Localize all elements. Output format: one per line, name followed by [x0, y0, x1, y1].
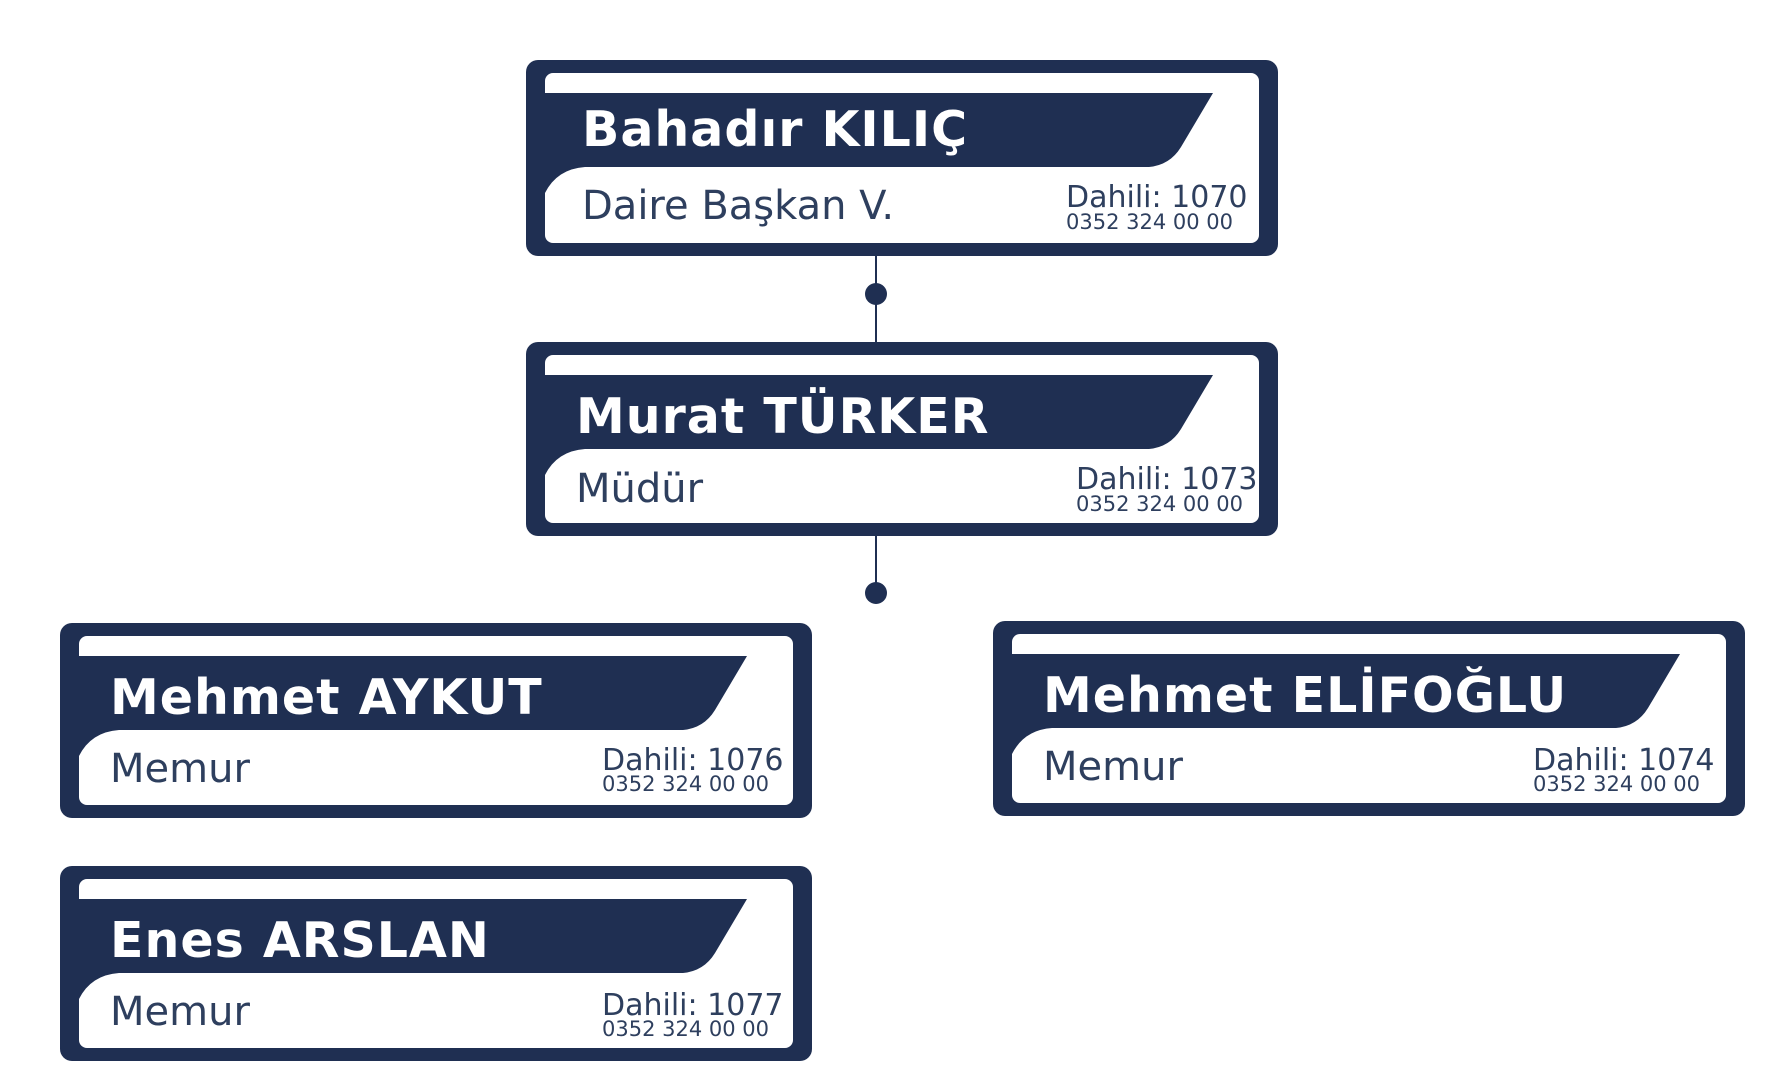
extension-number: Dahili: 1070	[1066, 180, 1248, 215]
person-name: Mehmet ELİFOĞLU	[1043, 667, 1568, 724]
person-card-bahadir: Bahadır KILIÇ Daire Başkan V. Dahili: 10…	[526, 60, 1278, 256]
name-banner	[545, 93, 1213, 193]
extension-number: Dahili: 1074	[1533, 743, 1715, 778]
card-body: Enes ARSLAN Memur Dahili: 1077 0352 324 …	[79, 879, 793, 1048]
person-name: Enes ARSLAN	[110, 912, 490, 969]
phone-number: 0352 324 00 00	[1076, 492, 1243, 516]
name-banner	[1012, 654, 1680, 754]
person-role: Memur	[110, 989, 250, 1035]
person-role: Memur	[1043, 744, 1183, 790]
card-body: Murat TÜRKER Müdür Dahili: 1073 0352 324…	[545, 355, 1259, 523]
person-name: Bahadır KILIÇ	[582, 101, 969, 158]
person-name: Murat TÜRKER	[576, 388, 990, 445]
phone-number: 0352 324 00 00	[1533, 772, 1700, 796]
person-card-mehmet-aykut: Mehmet AYKUT Memur Dahili: 1076 0352 324…	[60, 623, 812, 818]
person-card-murat: Murat TÜRKER Müdür Dahili: 1073 0352 324…	[526, 342, 1278, 536]
connector-dot-bottom	[865, 582, 887, 604]
extension-number: Dahili: 1076	[602, 743, 784, 778]
card-body: Mehmet AYKUT Memur Dahili: 1076 0352 324…	[79, 636, 793, 805]
person-role: Daire Başkan V.	[582, 183, 895, 229]
person-card-enes: Enes ARSLAN Memur Dahili: 1077 0352 324 …	[60, 866, 812, 1061]
name-banner	[79, 899, 747, 999]
person-card-mehmet-elifoglu: Mehmet ELİFOĞLU Memur Dahili: 1074 0352 …	[993, 621, 1745, 816]
person-role: Memur	[110, 746, 250, 792]
name-banner	[79, 656, 747, 756]
person-name: Mehmet AYKUT	[110, 669, 543, 726]
phone-number: 0352 324 00 00	[602, 1017, 769, 1041]
extension-number: Dahili: 1077	[602, 988, 784, 1023]
phone-number: 0352 324 00 00	[1066, 210, 1233, 234]
extension-number: Dahili: 1073	[1076, 462, 1258, 497]
card-body: Mehmet ELİFOĞLU Memur Dahili: 1074 0352 …	[1012, 634, 1726, 803]
connector-dot-top	[865, 283, 887, 305]
name-banner	[545, 375, 1213, 475]
phone-number: 0352 324 00 00	[602, 772, 769, 796]
person-role: Müdür	[576, 466, 704, 512]
card-body: Bahadır KILIÇ Daire Başkan V. Dahili: 10…	[545, 73, 1259, 243]
